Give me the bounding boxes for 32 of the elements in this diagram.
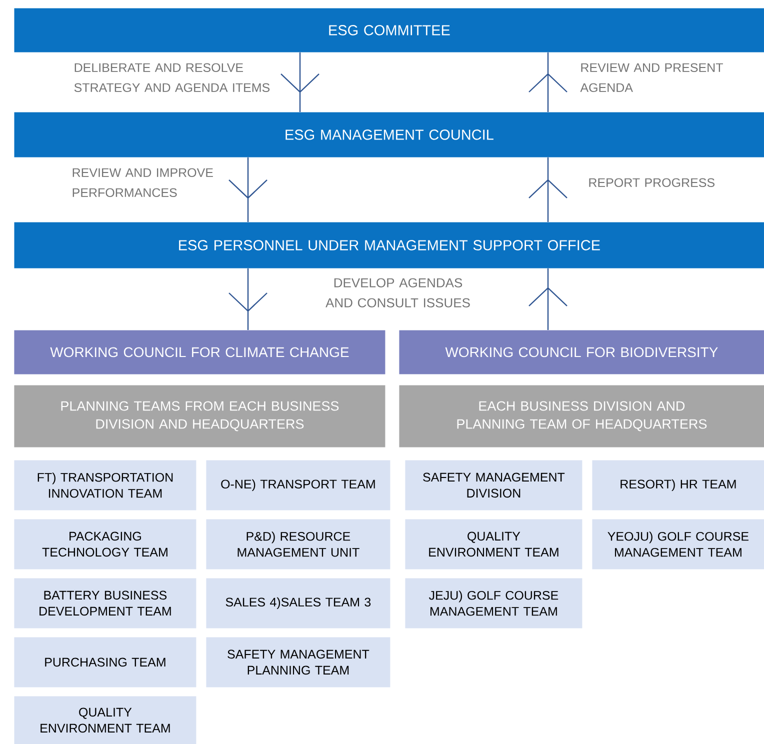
council-box: WORKING COUNCIL FOR BIODIVERSITY [399,330,764,374]
group-box: EACH BUSINESS DIVISION AND PLANNING TEAM OF HEADQUARTERS [399,385,764,448]
team-box: RESORT) HR TEAM [592,460,764,510]
team-box: YEOJU) GOLF COURSE MANAGEMENT TEAM [592,519,764,570]
chevron-arrow [528,268,568,331]
team-box: SALES 4)SALES TEAM 3 [206,578,390,628]
edge-label: REVIEW AND PRESENT AGENDA [580,63,723,92]
chevron-arrow [228,268,268,331]
team-box: PURCHASING TEAM [14,637,196,688]
team-box: SAFETY MANAGEMENT DIVISION [405,460,582,510]
edge-label: DELIBERATE AND RESOLVE STRATEGY AND AGENDA ITEMS [74,63,270,92]
team-box: QUALITY ENVIRONMENT TEAM [14,696,196,744]
team-box: O-NE) TRANSPORT TEAM [206,460,390,510]
team-box: P&D) RESOURCE MANAGEMENT UNIT [206,519,390,570]
edge-label: REVIEW AND IMPROVE PERFORMANCES [72,168,213,198]
flow-label: DEVELOP AGENDAS AND CONSULT ISSUES [326,278,470,308]
chevron-arrow [528,156,568,223]
edge-label: REPORT PROGRESS [589,178,714,188]
team-box: JEJU) GOLF COURSE MANAGEMENT TEAM [405,578,582,628]
council-box: WORKING COUNCIL FOR CLIMATE CHANGE [14,330,386,374]
chevron-arrow [228,156,268,223]
header-band: ESG MANAGEMENT COUNCIL [14,112,764,158]
team-box: FT) TRANSPORTATION INNOVATION TEAM [14,460,196,510]
team-box: SAFETY MANAGEMENT PLANNING TEAM [206,637,390,688]
team-box: BATTERY BUSINESS DEVELOPMENT TEAM [14,578,196,628]
header-band: ESG COMMITTEE [14,8,764,52]
team-box: PACKAGING TECHNOLOGY TEAM [14,519,196,570]
header-band: ESG PERSONNEL UNDER MANAGEMENT SUPPORT OFFICE [14,222,764,268]
chevron-arrow [280,52,320,113]
team-box: QUALITY ENVIRONMENT TEAM [405,519,582,570]
chevron-arrow [528,52,568,113]
group-box: PLANNING TEAMS FROM EACH BUSINESS DIVISION AND HEADQUARTERS [14,385,386,448]
